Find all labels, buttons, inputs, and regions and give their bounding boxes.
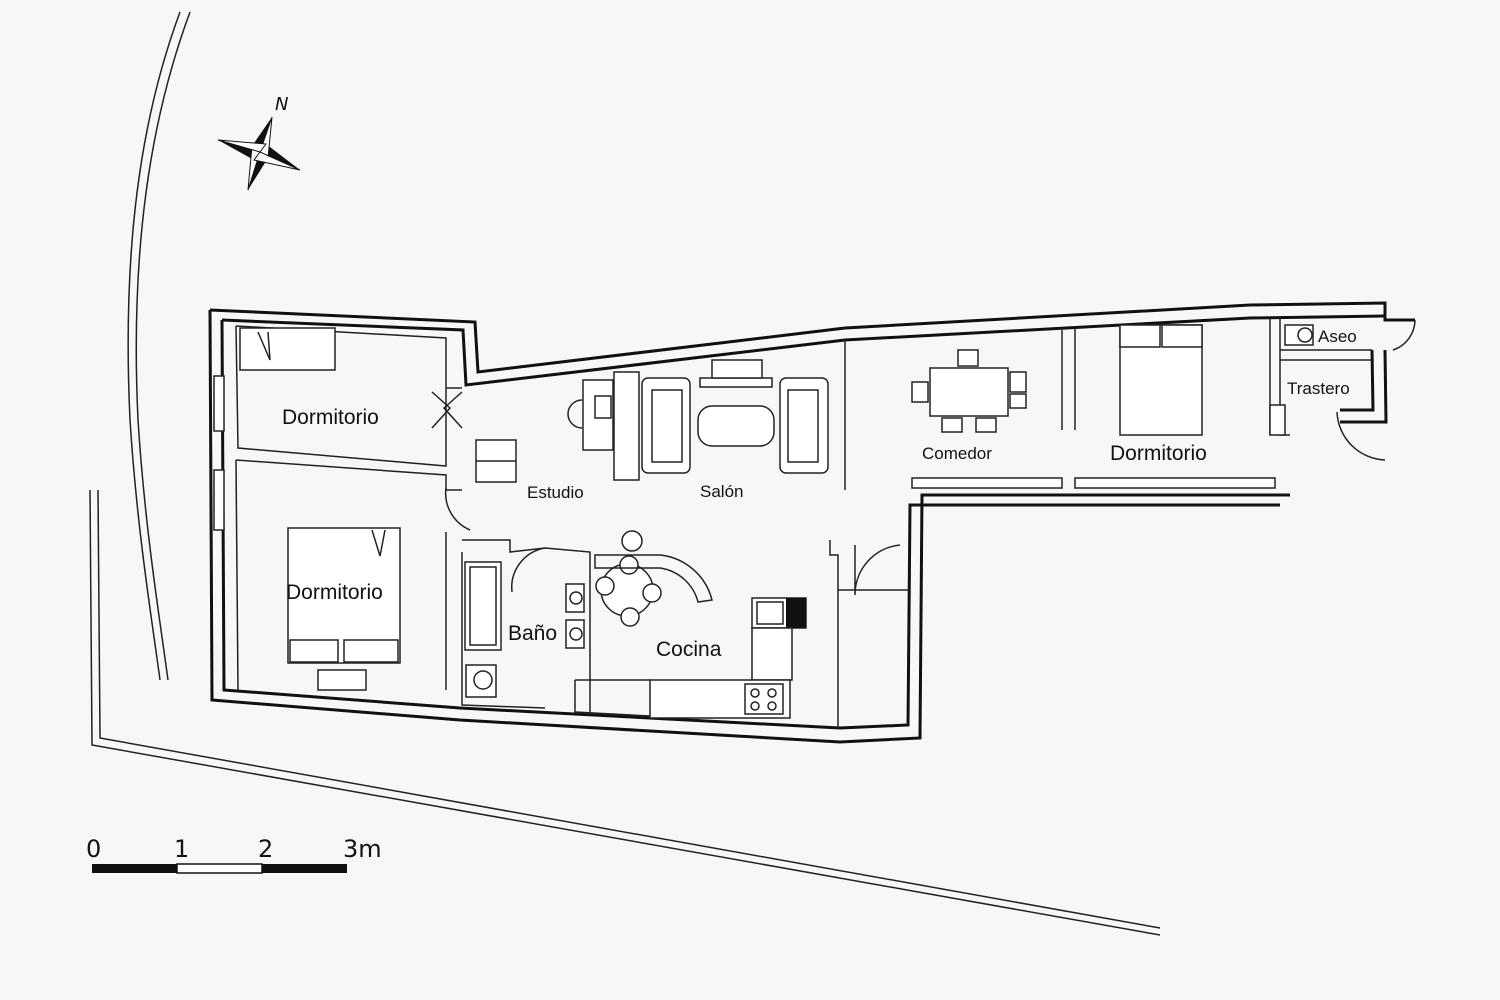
room-label-trastero: Trastero: [1287, 379, 1350, 398]
scale-tick-2: 2: [258, 835, 273, 863]
dining-table: [911, 349, 1027, 433]
coffee-table: [697, 405, 775, 447]
toilet-bath: [465, 664, 497, 698]
room-label-bano: Baño: [508, 622, 557, 645]
scale-segment-2: [176, 863, 263, 874]
bed-left: [287, 527, 401, 664]
compass-north-label: N: [275, 94, 288, 115]
scale-tick-1: 1: [174, 835, 189, 863]
doors: [431, 319, 1416, 596]
room-label-dormitorio-top: Dormitorio: [282, 406, 379, 429]
bathtub: [464, 561, 502, 651]
room-label-dormitorio-left: Dormitorio: [286, 581, 383, 604]
scale-tick-0: 0: [86, 835, 101, 863]
scale-segment-1: [92, 864, 177, 873]
sinks: [565, 583, 585, 649]
tv-unit: [699, 359, 773, 388]
street-lines: [89, 11, 1161, 936]
scale-tick-3: 3m: [343, 835, 382, 863]
scale-segment-3: [262, 864, 347, 873]
compass-rose-icon: [217, 116, 301, 191]
bed-right: [1119, 324, 1203, 436]
room-label-estudio: Estudio: [527, 483, 584, 502]
room-label-cocina: Cocina: [656, 638, 722, 661]
cabinet: [475, 439, 517, 483]
desk: [567, 371, 640, 481]
room-label-aseo: Aseo: [1318, 327, 1357, 346]
toilet-aseo: [1284, 324, 1314, 346]
scale-bar: 0 1 2 3m: [86, 835, 382, 874]
room-label-comedor: Comedor: [922, 444, 992, 463]
interior-walls: [213, 318, 1372, 728]
kitchen-table: [594, 530, 713, 627]
sofa-left: [641, 377, 691, 474]
kitchen-counter: [649, 679, 791, 719]
room-label-dormitorio-right: Dormitorio: [1110, 442, 1207, 465]
sofa-right: [779, 377, 829, 474]
kitchen-sink: [751, 597, 807, 681]
outer-walls: [208, 301, 1415, 744]
bed-top: [239, 327, 336, 371]
room-label-salon: Salón: [700, 482, 743, 501]
